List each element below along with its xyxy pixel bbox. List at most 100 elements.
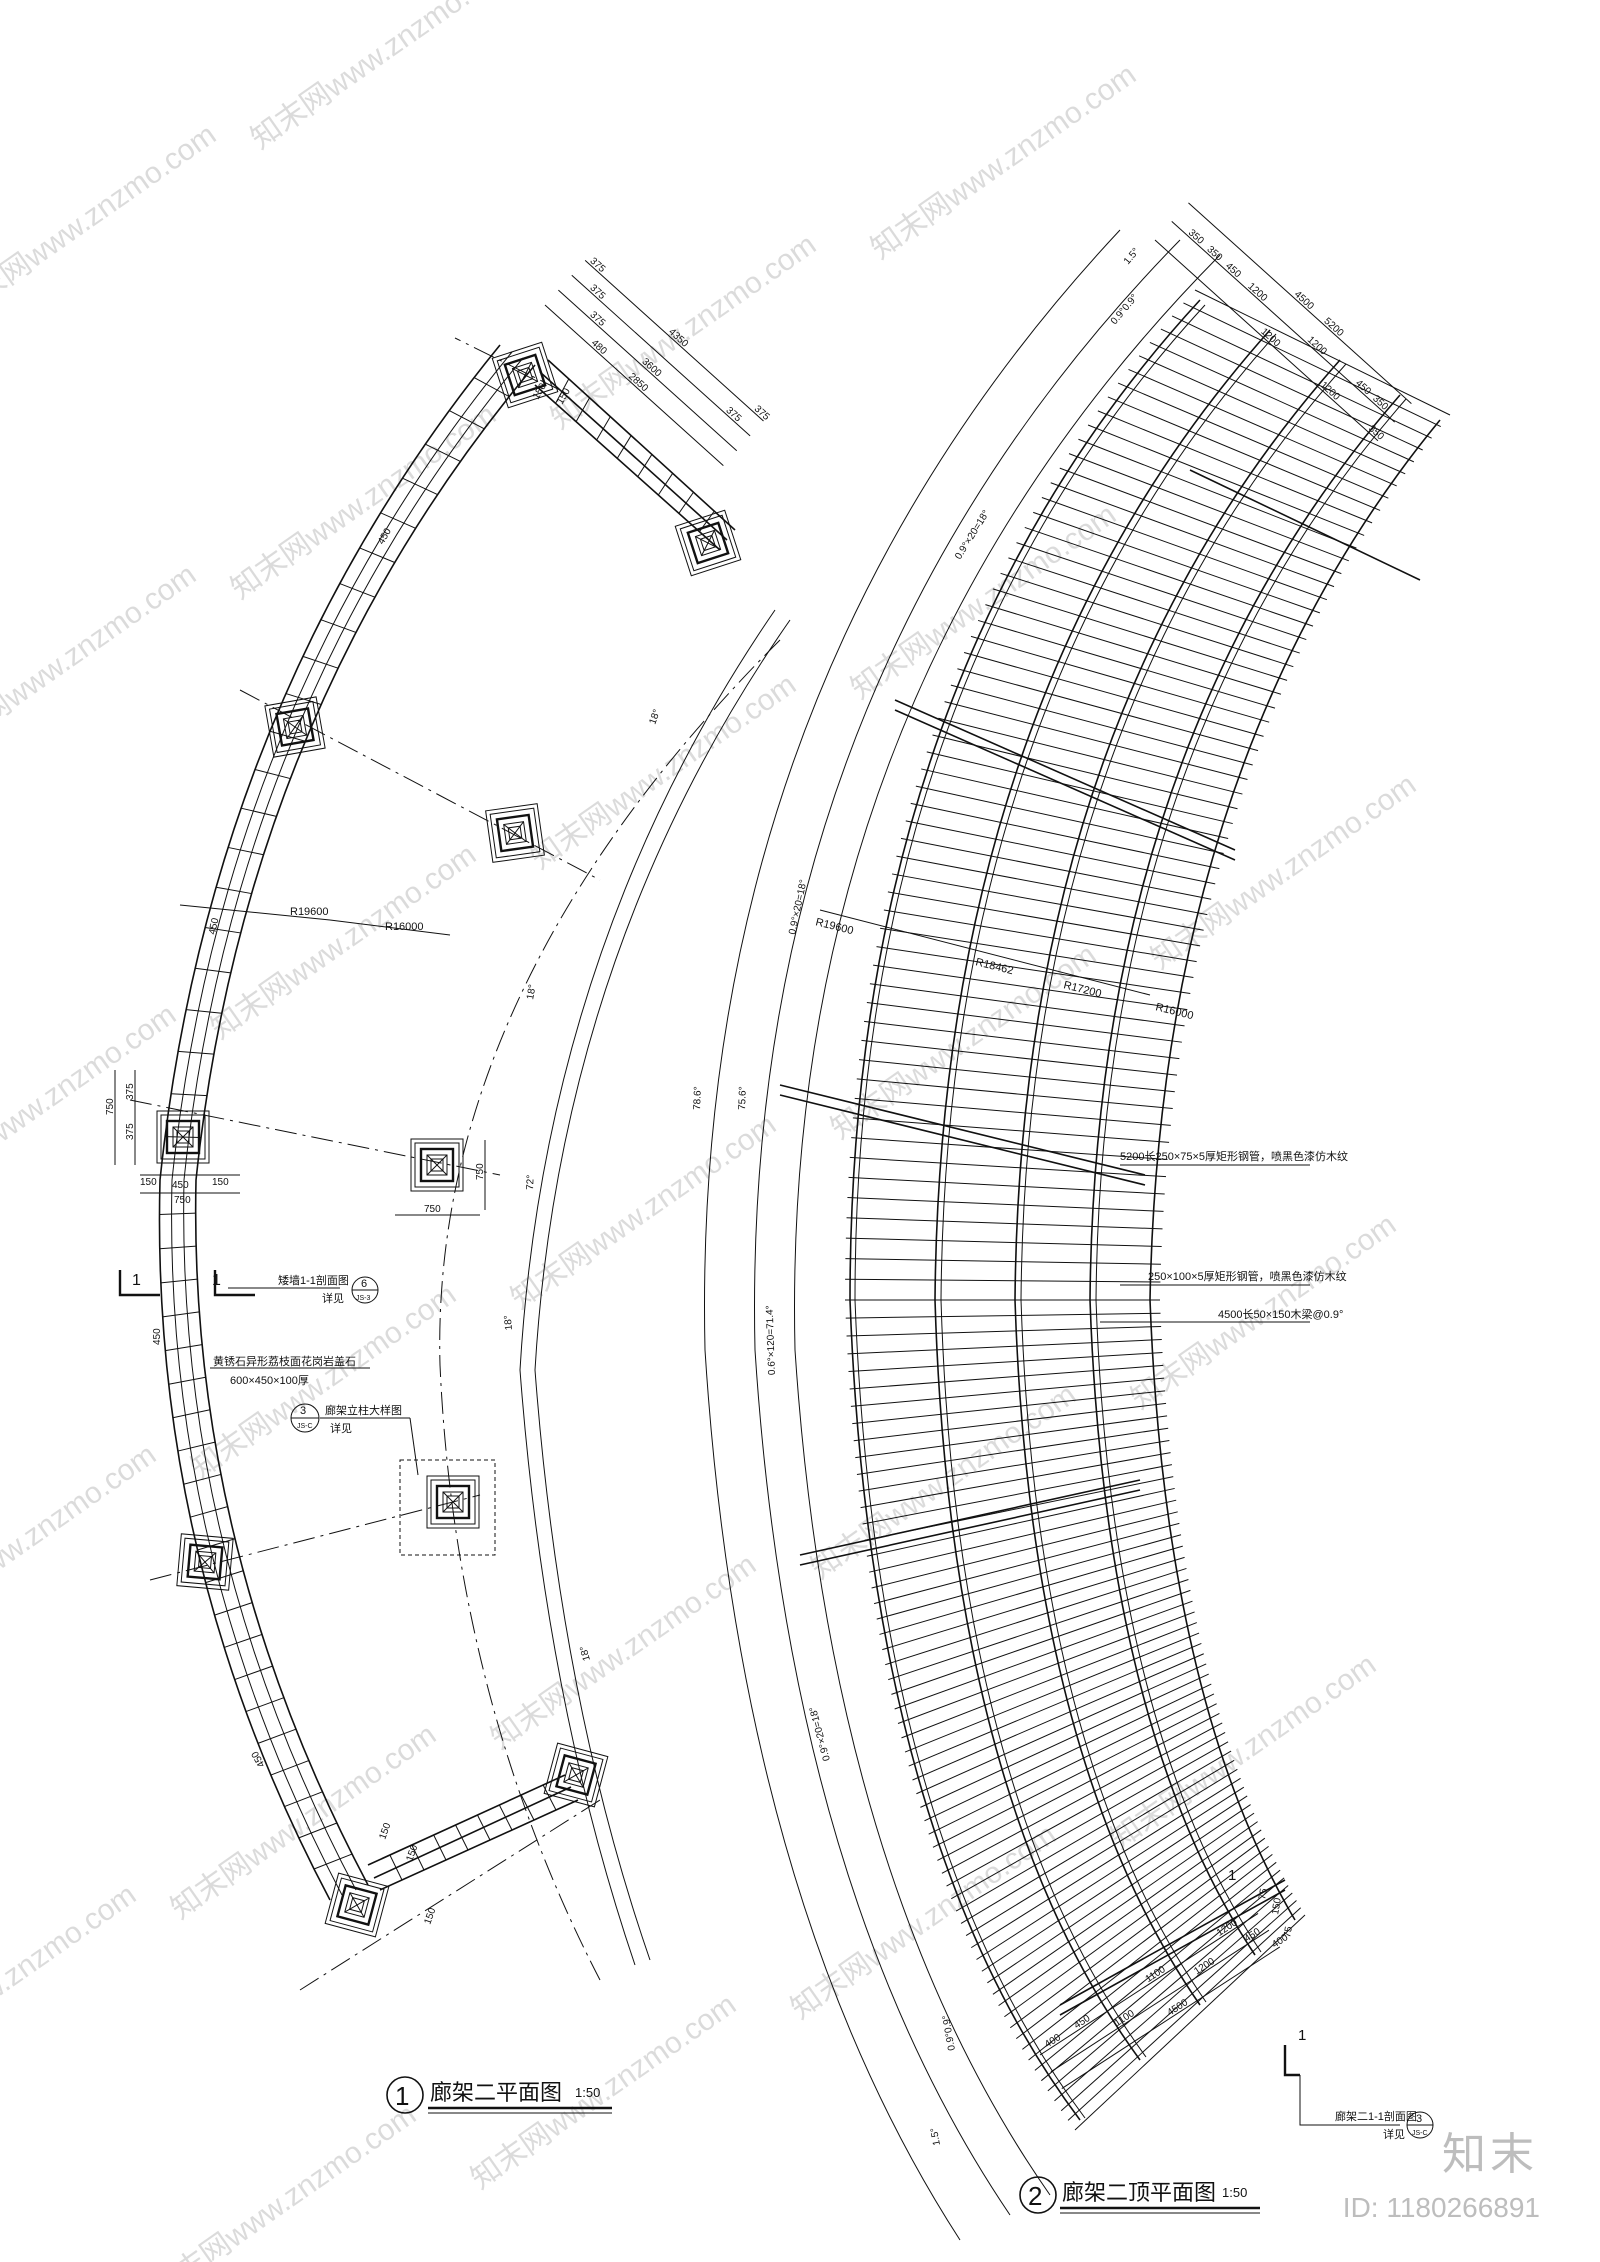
timber-slat [852,1390,1166,1425]
svg-text:4500: 4500 [1292,289,1316,312]
timber-slat [921,768,1229,839]
watermark-text: 知末网www.znzmo.com [865,58,1142,266]
plan1-wall-outer-line2 [171,351,513,1896]
svg-text:375: 375 [587,309,607,329]
svg-text:750: 750 [424,1204,441,1215]
plan2-arc-outer-2 [754,239,1181,2216]
plan2-angle-total-outer: 78.6° [692,1086,704,1110]
timber-slat [1107,396,1381,511]
timber-slat [876,946,1191,995]
timber-slat [853,1402,1167,1442]
paving-joint [195,967,231,974]
plan2-timber-slats [845,289,1451,2131]
timber-slat [928,1693,1215,1835]
timber-slat [1059,467,1342,575]
plan2-beam-4 [1149,419,1441,1921]
plan-2-roof-plan: 0.9°×20=18° 0.9°×20=18° 0.6°×120=71.4° 0… [692,202,1451,2241]
svg-text:375: 375 [752,404,772,424]
plan2-rail-outer-b [854,304,1206,2119]
timber-slat [1004,1829,1262,2018]
paving-joint [205,926,241,934]
timber-slat [970,635,1270,723]
timber-slat [876,1534,1182,1620]
timber-slat [977,619,1276,709]
timber-slat [896,855,1208,916]
plan2-radius-outer: R19600 [814,916,854,937]
plan2-dim-small-75a: 75 [1257,1887,1270,1900]
svg-text:450: 450 [1243,1926,1263,1945]
paving-joint [257,1728,297,1744]
timber-slat [912,1653,1204,1781]
timber-slat [900,837,1212,900]
watermark-text: 知末网www.znzmo.com [0,558,202,766]
timber-slat [1067,1907,1302,2121]
paving-joint [186,1009,222,1014]
timber-slat [845,1237,1162,1247]
plan2-beam-1b [940,333,1277,2058]
timber-slat [1060,1900,1297,2112]
plan1-seg-450-c: 450 [152,1328,163,1345]
timber-slat [1034,1869,1281,2071]
timber-slat [924,1683,1212,1822]
paving-joint [339,583,376,598]
timber-slat [905,820,1216,885]
timber-slat [998,1821,1258,2007]
column-footing [543,1742,609,1808]
watermark-text: 知末网www.znzmo.com [485,1548,762,1756]
timber-slat [866,1487,1175,1557]
plan2-note-beam1: 5200长250×75×5厚矩形钢管，喷黑色漆仿木纹 [1120,1149,1348,1163]
svg-text:375: 375 [723,405,743,425]
paving-joint [269,730,306,742]
timber-slat [941,1722,1223,1874]
plan1-angle-b: 18° [525,984,538,1001]
plan1-top-wall [534,359,736,551]
plan2-angle-lower: 0.9°×20=18° [808,1705,833,1762]
timber-slat [932,1703,1217,1848]
paving-joint [298,1822,338,1839]
timber-slat [869,983,1185,1027]
timber-slat [960,1759,1235,1924]
timber-slat [992,588,1288,681]
paving-joint [205,1570,244,1584]
svg-text:350: 350 [1205,244,1225,264]
watermark-text: 知末网www.znzmo.com [0,118,222,326]
plan2-note-slat: 4500长50×150木梁@0.9° [1218,1307,1343,1321]
svg-text:1: 1 [132,1272,141,1289]
timber-slat [873,1522,1180,1605]
column-footing [674,509,742,577]
paving-joint [172,1409,211,1419]
timber-slat [879,1545,1183,1635]
timber-slat [1050,482,1335,588]
timber-slat [856,1427,1169,1475]
plan2-radius-r1: R18462 [974,956,1014,977]
plan1-angle-a: 18° [647,708,663,726]
timber-slat [887,891,1201,947]
timber-slat [1000,572,1294,668]
timber-slat [854,1097,1171,1126]
paving-joint [214,1602,253,1616]
paving-joint [380,512,416,529]
column-footing [410,1138,464,1192]
paving-joint [178,1050,214,1055]
timber-slat [847,1197,1164,1212]
plan2-title-circle [1019,2176,1057,2214]
timber-slat [1097,410,1373,524]
plan2-arc-outer-3 [794,254,1221,2196]
timber-slat [1078,438,1357,549]
timber-slat [858,1059,1175,1093]
plan2-dim-small-150: 150 [1270,1897,1284,1916]
paving-joint [425,443,461,462]
svg-text:480: 480 [589,338,609,358]
plan2-beam-2 [1014,359,1341,2006]
timber-slat [894,1600,1193,1710]
timber-slat [891,1589,1191,1695]
timber-slat [926,751,1233,825]
timber-slat [848,1352,1163,1373]
timber-slat [845,1278,1161,1283]
svg-text:1: 1 [212,1272,221,1289]
timber-slat [1009,1837,1266,2029]
timber-slat [873,964,1188,1011]
plan2-angle-mid: 0.6°×120=71.4° [765,1305,778,1375]
plan1-seg-450-b: 450 [207,917,221,936]
